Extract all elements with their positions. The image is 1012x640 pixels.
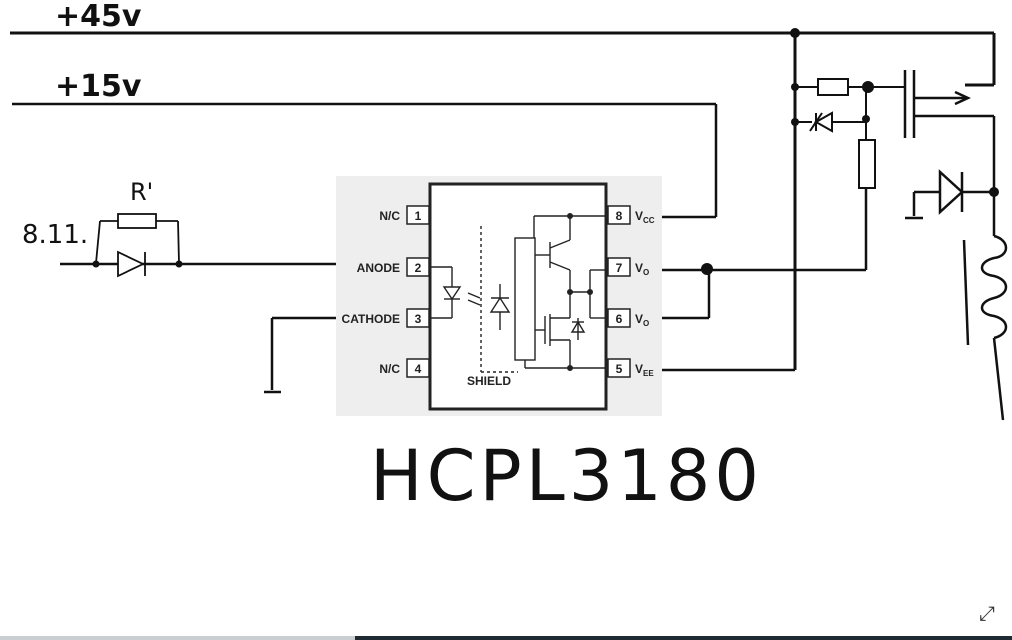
ic-node: [567, 289, 573, 295]
ic-pin-name: CATHODE: [342, 312, 400, 326]
ic-pin-name: VCC: [635, 209, 655, 225]
output-wiring: [662, 188, 868, 372]
junction-dot: [92, 260, 100, 268]
ic-pin-num: 2: [415, 261, 422, 275]
cathode-ground: [264, 316, 338, 394]
ic-pin-num: 3: [415, 312, 422, 326]
junction-dot: [862, 81, 874, 93]
resistor-label: R': [130, 178, 153, 206]
junction-dot: [862, 115, 870, 123]
ic-pin-num: 8: [616, 209, 623, 223]
ic-pin-num: 4: [415, 362, 422, 376]
ic-pin-name: VO: [635, 312, 649, 328]
output-stage: [905, 169, 1008, 421]
ic-shield-label: SHIELD: [467, 374, 511, 388]
ic-right-pins: 8 7 6 5 VCC VO VO VEE: [607, 205, 655, 378]
ic-part-name: HCPL3180: [370, 435, 763, 517]
input-led-resistor: [60, 213, 338, 278]
ic-node: [587, 289, 593, 295]
junction-dot: [989, 187, 999, 197]
mosfet: [903, 70, 996, 192]
ic-pin-name: VO: [635, 261, 649, 277]
ic-internals: [430, 215, 606, 373]
bottom-bar: [0, 636, 1012, 640]
ic-pin-name: ANODE: [357, 261, 400, 275]
ic-pin-name: N/C: [379, 362, 400, 376]
ic-pin-num: 7: [616, 261, 623, 275]
rail-label-plus15: +15v: [55, 69, 142, 104]
ic-pin-name: N/C: [379, 209, 400, 223]
junction-dot: [790, 28, 800, 38]
expand-icon[interactable]: ⤢: [979, 601, 995, 625]
ic-node: [567, 365, 573, 371]
ic-pin-num: 5: [616, 362, 623, 376]
bottom-bar-progress: [0, 636, 355, 640]
ic-pin-name: VEE: [635, 362, 654, 378]
input-node-label: 8.11.: [22, 220, 88, 250]
ic-left-pins: 1 2 3 4 N/C ANODE CATHODE N/C: [342, 205, 430, 378]
ic-node: [567, 213, 573, 219]
junction-dot: [175, 260, 183, 268]
rail-15v: [12, 102, 718, 219]
junction-dot: [701, 263, 713, 275]
ic-pin-num: 6: [616, 312, 623, 326]
gate-network: [795, 78, 905, 189]
ic-pin-num: 1: [415, 209, 422, 223]
rail-label-plus45: +45v: [55, 0, 142, 34]
